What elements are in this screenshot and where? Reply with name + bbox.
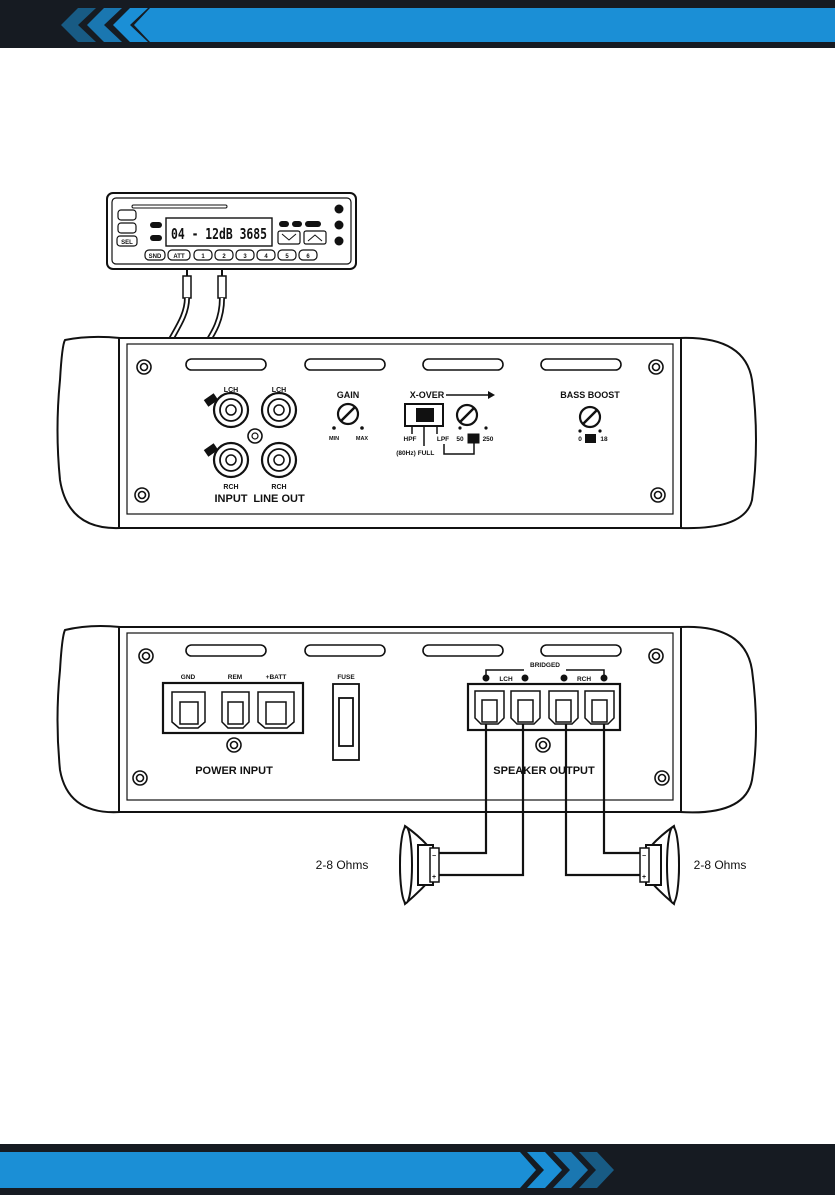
gain-min-label: MIN <box>329 436 339 442</box>
full-label: FULL <box>418 450 435 457</box>
lch-output-label: LCH <box>499 676 513 683</box>
batt-label: +BATT <box>266 674 287 681</box>
svg-text:−: − <box>432 853 436 860</box>
input-rch-label: RCH <box>223 484 238 491</box>
lpf-min-label: 50 <box>456 436 464 443</box>
svg-text:+: + <box>642 874 646 881</box>
bottom-banner-stripe <box>0 1152 536 1188</box>
bottom-banner <box>0 1144 835 1195</box>
lpf-label: LPF <box>437 436 449 443</box>
snd-button-label: SND <box>149 254 162 260</box>
right-speaker-icon: − + <box>640 826 679 904</box>
left-speaker-icon: − + <box>400 826 439 904</box>
input-lch-label: LCH <box>224 387 238 394</box>
gain-max-label: MAX <box>356 436 369 442</box>
att-button-label: ATT <box>173 254 185 260</box>
speaker-output-label: SPEAKER OUTPUT <box>493 765 595 777</box>
speaker-terminal-block <box>468 684 620 730</box>
hpf-freq-label: (80Hz) <box>396 450 416 457</box>
sel-button-label: SEL <box>121 240 133 246</box>
hpf-label: HPF <box>404 436 417 443</box>
svg-text:+: + <box>432 874 436 881</box>
head-unit-display-text: 04 - 12dB 3685 <box>171 225 267 243</box>
rem-label: REM <box>228 674 242 681</box>
gain-label: GAIN <box>337 390 360 400</box>
left-speaker-impedance: 2-8 Ohms <box>316 858 369 872</box>
bass-min-label: 0 <box>578 436 582 443</box>
bass-boost-label: BASS BOOST <box>560 390 620 400</box>
right-speaker-impedance: 2-8 Ohms <box>694 858 747 872</box>
lpf-max-label: 250 <box>483 436 494 443</box>
xover-label: X-OVER <box>410 390 445 400</box>
bridged-label: BRIDGED <box>530 662 560 669</box>
lineout-label: LINE OUT <box>253 493 305 505</box>
lineout-lch-label: LCH <box>272 387 286 394</box>
gnd-label: GND <box>181 674 196 681</box>
svg-text:−: − <box>642 853 646 860</box>
amplifier-front-panel: LCH RCH INPUT LCH RCH LINE OUT GAIN MIN … <box>58 337 757 528</box>
input-label: INPUT <box>215 493 248 505</box>
power-terminal-block <box>163 683 303 733</box>
head-unit: SEL 04 - 12dB 3685 SND ATT 1 2 3 <box>107 193 356 269</box>
lineout-rch-label: RCH <box>271 484 286 491</box>
fuse-label: FUSE <box>337 674 355 681</box>
power-input-label: POWER INPUT <box>195 765 273 777</box>
rch-output-label: RCH <box>577 676 591 683</box>
bass-max-label: 18 <box>600 436 608 443</box>
amplifier-rear-panel: GND REM +BATT POWER INPUT FUSE BRIDGED L… <box>58 626 757 812</box>
